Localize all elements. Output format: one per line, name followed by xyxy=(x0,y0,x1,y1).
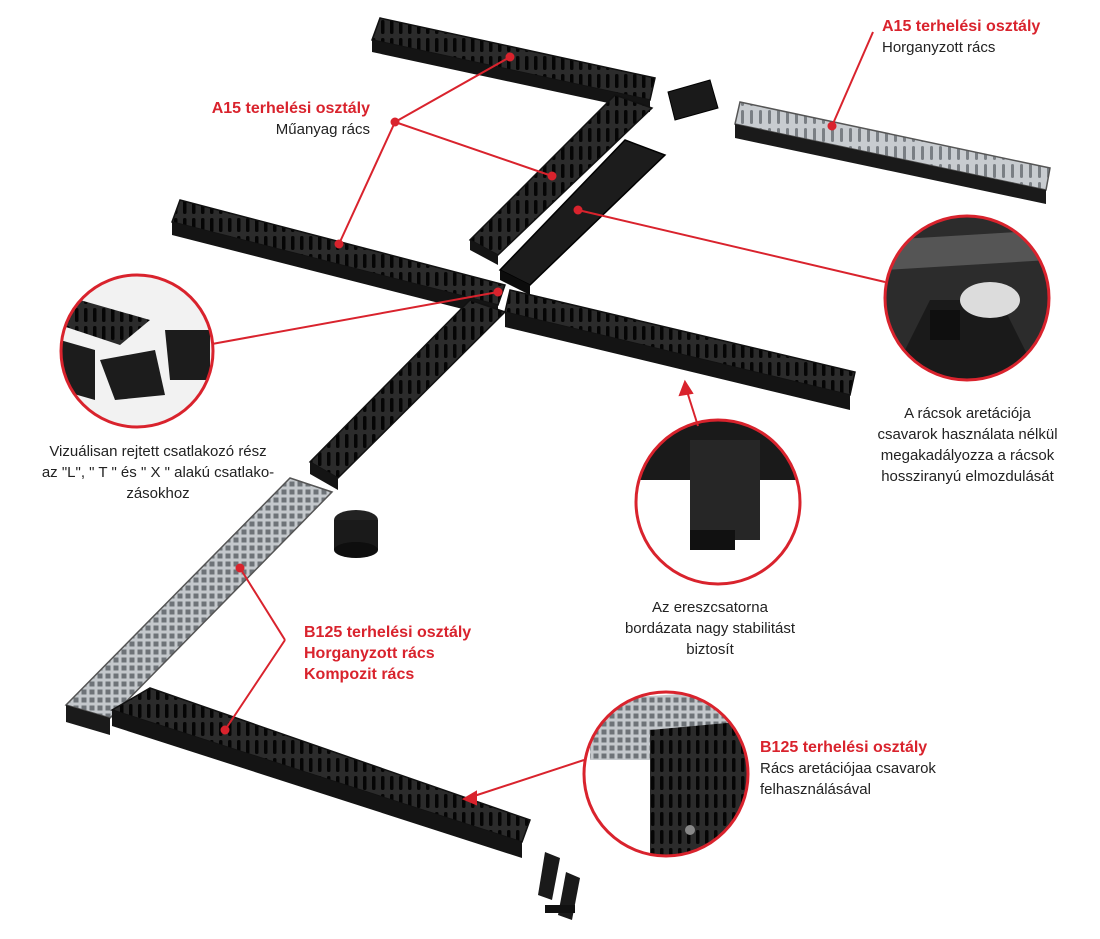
callout-a15-galvanized: A15 terhelési osztály Horganyzott rács xyxy=(882,16,1040,58)
callout-line: Horganyzott rács xyxy=(304,645,435,662)
detail-circle-screw-lock xyxy=(582,690,750,858)
callout-line: zásokhoz xyxy=(126,485,190,502)
callout-line: Kompozit rács xyxy=(304,666,415,683)
downpipe-adapter xyxy=(334,510,378,558)
callout-line: felhasználásával xyxy=(760,781,871,798)
callout-title: A15 terhelési osztály xyxy=(882,18,1041,35)
end-caps-bottom xyxy=(538,852,580,920)
channel-open-body xyxy=(498,139,667,295)
channel-top-diagonal xyxy=(468,94,654,265)
detail-circle-connector xyxy=(59,273,215,429)
callout-title: A15 terhelési osztály xyxy=(211,100,370,117)
callout-line: megakadályozza a rácsok xyxy=(880,447,1055,464)
callout-grate-lock: A rácsok aretációja csavarok használata … xyxy=(855,403,1080,487)
channel-galvanized-a15 xyxy=(734,101,1051,204)
channel-bottom-composite xyxy=(110,687,531,858)
channel-right-arm xyxy=(504,289,856,410)
callout-line: csavarok használata nélkül xyxy=(877,426,1058,443)
detail-circle-grate-lock xyxy=(883,214,1051,382)
callout-a15-plastic: A15 terhelési osztály Műanyag rács xyxy=(170,98,370,140)
channel-lower-arm xyxy=(308,299,507,490)
callout-subtitle: Műanyag rács xyxy=(275,121,370,138)
detail-circle-ribbing xyxy=(634,418,802,586)
callout-line: Rács aretációjaa csavarok xyxy=(760,760,936,777)
callout-line: Vizuálisan rejtett csatlakozó rész xyxy=(49,443,267,460)
callout-line: Az ereszcsatorna xyxy=(652,599,768,616)
callout-b125-right: B125 terhelési osztály Rács aretációjaa … xyxy=(760,737,936,800)
callout-line: A rácsok aretációja xyxy=(904,405,1031,422)
channel-left-arm xyxy=(171,199,506,318)
end-cap-connector xyxy=(667,79,719,121)
callout-line: hossziranyú elmozdulását xyxy=(881,468,1054,485)
callout-line: biztosít xyxy=(686,641,734,658)
callout-ribbing: Az ereszcsatorna bordázata nagy stabilit… xyxy=(600,597,820,660)
callout-line: az "L", " T " és " X " alakú csatlako- xyxy=(41,464,275,481)
channel-galvanized-mesh xyxy=(64,477,334,735)
callout-line: B125 terhelési osztály xyxy=(304,624,472,641)
callout-subtitle: Horganyzott rács xyxy=(882,39,996,56)
callout-line: bordázata nagy stabilitást xyxy=(624,620,796,637)
callout-b125-left: B125 terhelési osztály Horganyzott rács … xyxy=(304,622,471,685)
pointer-lines xyxy=(211,31,886,806)
callout-hidden-connector: Vizuálisan rejtett csatlakozó rész az "L… xyxy=(28,441,288,504)
callout-title: B125 terhelési osztály xyxy=(760,739,928,756)
